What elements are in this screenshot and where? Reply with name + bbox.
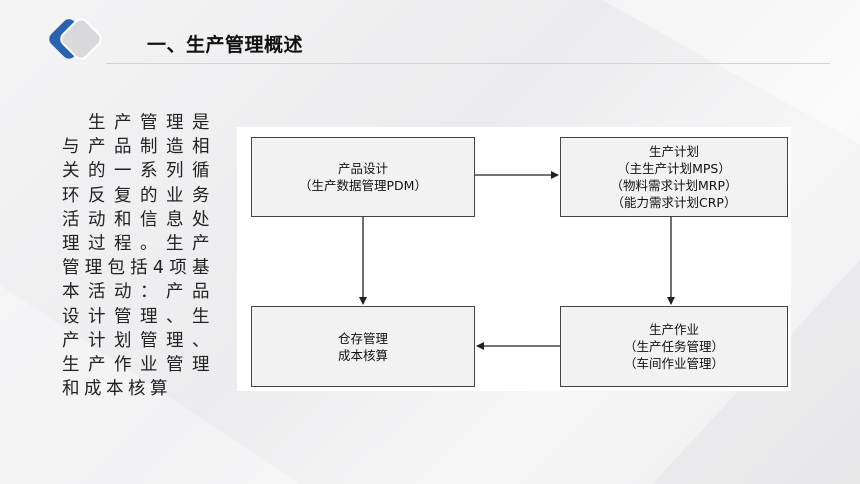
box-label: （能力需求计划CRP） [611,195,737,210]
box-label: 成本核算 [337,347,388,363]
box-label: （物料需求计划MRP） [610,178,738,193]
inventory-cost-box: 仓存管理 成本核算 [251,306,475,387]
box-label: （生产数据管理PDM） [299,178,427,193]
production-flow-diagram: 产品设计 （生产数据管理PDM） 生产计划 （主生产计划MPS） （物料需求计划… [237,127,791,391]
intro-paragraph: 生产管理是与产品制造相关的一系列循环反复的业务活动和信息处理过程。生产管理包括4… [62,113,214,400]
box-label: 生产计划 [648,144,699,159]
diamond-logo-icon [49,18,102,60]
box-label: （主生产计划MPS） [617,161,731,176]
box-label: 生产作业 [648,322,699,337]
production-plan-box: 生产计划 （主生产计划MPS） （物料需求计划MRP） （能力需求计划CRP） [560,137,788,217]
flow-arrows [359,171,675,350]
product-design-box: 产品设计 （生产数据管理PDM） [251,137,475,217]
page-title: 一、生产管理概述 [147,34,304,56]
box-label: （车间作业管理） [623,356,724,371]
box-label: 仓存管理 [337,330,388,346]
box-label: 产品设计 [337,161,388,176]
production-operation-box: 生产作业 （生产任务管理） （车间作业管理） [560,306,788,387]
title-divider [106,63,830,64]
box-label: （生产任务管理） [623,339,724,354]
